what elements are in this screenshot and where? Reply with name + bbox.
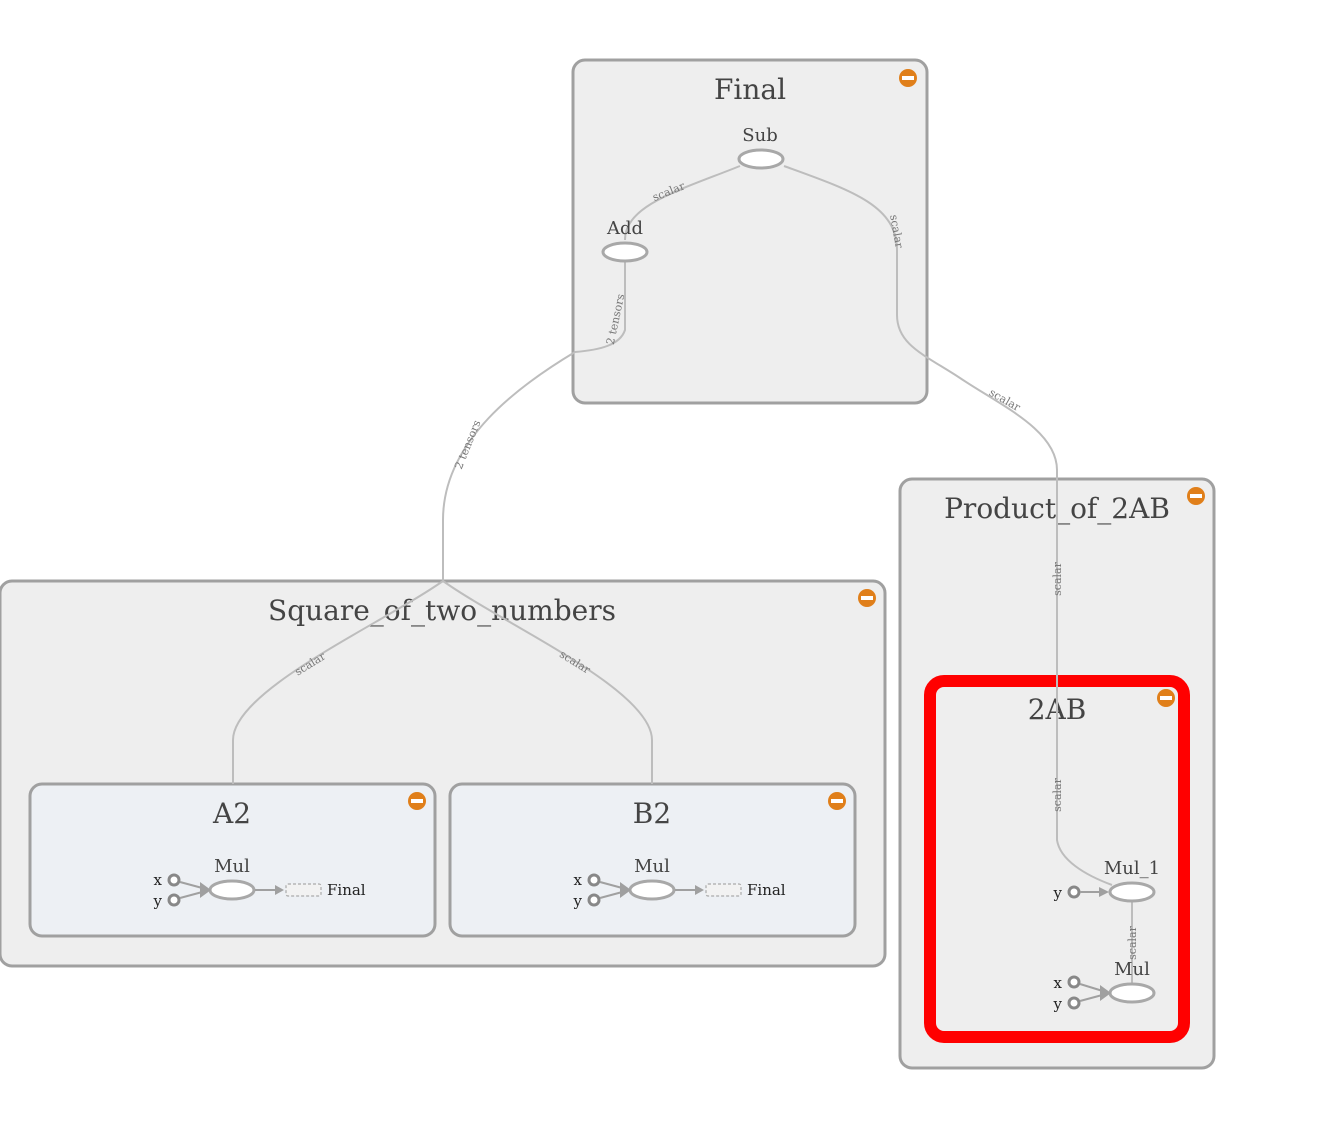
node-b2-mul-ellipse (628, 879, 676, 901)
edge-square-a2 (232, 580, 444, 784)
b2-output-arrow (695, 885, 704, 895)
b2-input-arrow (620, 882, 631, 898)
node-mul-label: Mul (1114, 959, 1150, 980)
ref-final-label: Final (327, 881, 366, 899)
node-mul-1-label: Mul_1 (1104, 858, 1160, 879)
collapse-minus-icon[interactable] (1157, 689, 1175, 707)
collapse-minus-icon[interactable] (858, 589, 876, 607)
port-y-circle (1067, 885, 1081, 899)
a2-ref-final[interactable]: Final (285, 881, 366, 899)
node-b2-mul-label: Mul (634, 856, 670, 877)
node-mul-ellipse (1108, 982, 1156, 1004)
edge-sub-add (624, 165, 741, 241)
node-add[interactable]: Add (601, 218, 649, 263)
port-y-label: y (1053, 995, 1063, 1013)
edge-label-product-inner: scalar (1051, 777, 1064, 811)
ref-final-label: Final (747, 881, 786, 899)
port-x-circle (167, 873, 181, 887)
edge-label-product-vertical: scalar (1051, 561, 1064, 595)
group-2ab[interactable]: 2AB (924, 675, 1190, 1043)
ref-final-box (705, 883, 742, 897)
ref-final-box (285, 883, 322, 897)
node-sub-label: Sub (742, 125, 777, 146)
edge-add-square (442, 262, 626, 581)
collapse-minus-icon[interactable] (828, 792, 846, 810)
b2-ref-final[interactable]: Final (705, 881, 786, 899)
edge-label-product-outer: scalar (987, 386, 1023, 414)
port-y-circle (1067, 996, 1081, 1010)
collapse-minus-icon[interactable] (899, 69, 917, 87)
edge-sub-product (783, 165, 1058, 681)
port-x-circle (1067, 975, 1081, 989)
port-y-label: y (573, 892, 583, 910)
edge-product-mul1 (1056, 681, 1113, 886)
collapse-minus-icon[interactable] (1187, 487, 1205, 505)
mul-input-arrow (1100, 985, 1111, 1001)
node-mul-1[interactable]: Mul_1 (1104, 858, 1160, 903)
node-mul[interactable]: Mul (1108, 959, 1156, 1004)
node-add-label: Add (606, 218, 643, 239)
port-y-circle (167, 893, 181, 907)
port-x-label: x (1054, 974, 1063, 992)
edge-label-mul-mul1: scalar (1126, 925, 1139, 959)
edge-square-b2 (442, 580, 653, 784)
node-a2-mul[interactable]: Mul (208, 856, 256, 901)
port-y-label: y (1053, 884, 1063, 902)
collapse-minus-icon[interactable] (408, 792, 426, 810)
port-x-label: x (154, 871, 163, 889)
port-y-circle (587, 893, 601, 907)
group-final-box (571, 58, 929, 405)
port-x-circle (587, 873, 601, 887)
group-b2[interactable]: B2 (448, 782, 857, 938)
node-a2-mul-ellipse (208, 879, 256, 901)
group-b2-title: B2 (633, 797, 671, 830)
mul-port-y: y (1053, 993, 1107, 1013)
a2-output-arrow (275, 885, 284, 895)
group-final-title: Final (714, 73, 786, 106)
node-mul-1-ellipse (1108, 881, 1156, 903)
node-add-ellipse (601, 241, 649, 263)
node-a2-mul-label: Mul (214, 856, 250, 877)
edge-label-sub-product: scalar (887, 214, 906, 250)
group-square-title: Square_of_two_numbers (268, 594, 616, 627)
node-sub[interactable]: Sub (737, 125, 785, 170)
port-x-label: x (574, 871, 583, 889)
a2-input-arrow (200, 882, 211, 898)
group-final[interactable]: Final (571, 58, 929, 405)
group-a2-title: A2 (212, 797, 251, 830)
edge-label-add-square-lower: 2 tensors (452, 418, 484, 471)
node-sub-ellipse (737, 148, 785, 170)
port-y-label: y (153, 892, 163, 910)
mul1-port-y: y (1053, 884, 1109, 902)
